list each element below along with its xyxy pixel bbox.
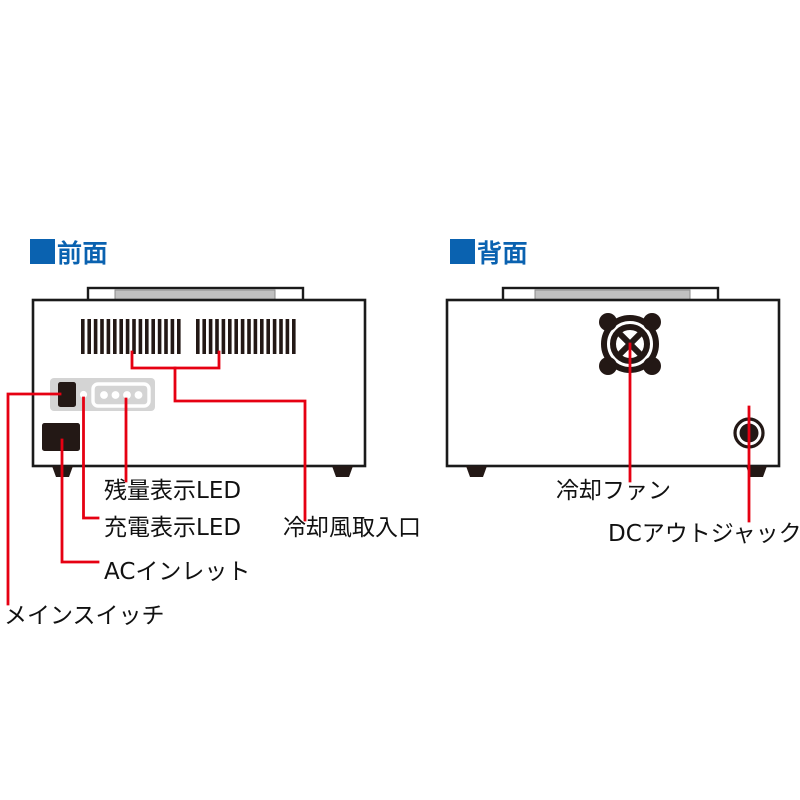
rear-leader-lines bbox=[628, 342, 751, 523]
leader-ac-inlet bbox=[60, 438, 100, 564]
charge-led-label: 充電表示LED bbox=[104, 515, 241, 541]
cooling-air-intake-vent-left bbox=[81, 319, 181, 354]
level-led-label: 残量表示LED bbox=[104, 478, 241, 504]
cooling-air-intake-vent-right bbox=[196, 319, 296, 354]
level-led-4 bbox=[134, 391, 143, 399]
filled-square-icon bbox=[450, 239, 475, 264]
front-view-group: 前面 bbox=[4, 239, 421, 629]
level-led-2 bbox=[111, 391, 120, 399]
front-leader-lines bbox=[6, 350, 307, 606]
level-led-1 bbox=[100, 391, 108, 399]
leader-air-intake-run bbox=[173, 366, 307, 522]
filled-square-icon bbox=[30, 239, 55, 264]
ac-inlet bbox=[42, 423, 80, 451]
chassis-foot-right bbox=[746, 466, 767, 477]
rear-section-heading: 背面 bbox=[450, 239, 528, 268]
chassis-foot-left bbox=[466, 466, 487, 477]
battery-level-led-array bbox=[91, 382, 151, 408]
cooling-fan-label: 冷却ファン bbox=[556, 478, 671, 504]
leader-charge-led bbox=[82, 396, 100, 520]
chassis-foot-right bbox=[332, 466, 353, 477]
rear-view-group: 背面 bbox=[445, 239, 800, 547]
main-switch-label: メインスイッチ bbox=[4, 603, 165, 629]
ac-inlet-label: ACインレット bbox=[104, 559, 250, 585]
rear-top-lid bbox=[501, 286, 720, 303]
front-heading-text: 前面 bbox=[57, 239, 108, 268]
front-section-heading: 前面 bbox=[30, 239, 108, 268]
charge-indicator-led bbox=[79, 390, 88, 399]
level-led-3 bbox=[123, 391, 131, 399]
main-switch[interactable] bbox=[58, 382, 76, 407]
dc-jack-label: DCアウトジャック bbox=[608, 521, 800, 547]
leader-main-switch bbox=[6, 392, 62, 606]
rear-heading-text: 背面 bbox=[477, 239, 528, 268]
air-intake-label: 冷却風取入口 bbox=[283, 515, 421, 541]
